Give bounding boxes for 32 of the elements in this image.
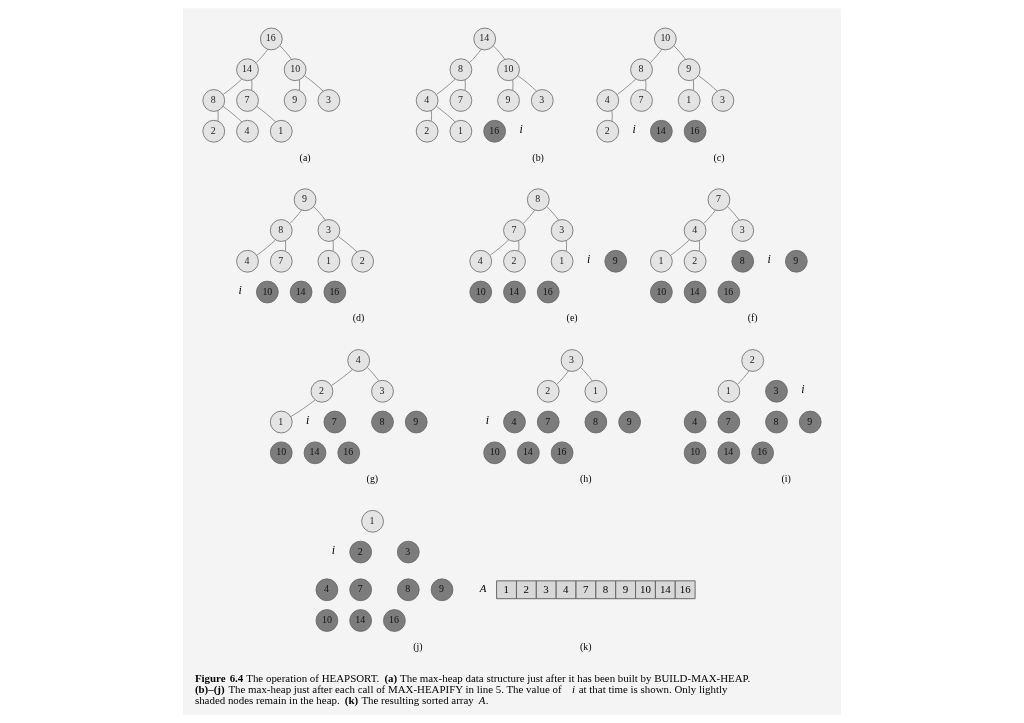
label: 9 [622, 582, 629, 595]
label: 4 [563, 582, 569, 595]
node-label: i [767, 252, 771, 267]
label: 7 [582, 582, 589, 595]
label: (a) [299, 151, 311, 163]
label: (d) [352, 312, 365, 324]
label: (g) [366, 473, 379, 485]
label: (e) [566, 312, 578, 324]
label: 3 [543, 582, 549, 595]
node-label: i [306, 413, 310, 428]
label: 16 [679, 582, 691, 595]
node-label: i [485, 413, 490, 428]
label: 2 [523, 582, 529, 595]
node-label: i [331, 543, 336, 558]
label: (k) [579, 640, 592, 652]
label: 1 [503, 582, 510, 595]
label: 10 [640, 582, 651, 595]
caption: Figure 6.4 The operation of HEAPSORT. (a) The max-heap data structure just after it has been built by BUILD-MAX-HEAP. (b)–(j) The max-heap just after each call of MAX-HEAPIFY in line 5. The value of i at that time is shown. Only lightly shaded nodes remain in the heap. (k) The resulting sorted array A. [194, 671, 751, 706]
label: (f) [747, 312, 758, 324]
label: 14 [659, 582, 671, 595]
node-label: i [801, 382, 805, 397]
label: (b) [532, 151, 544, 163]
label: (h) [579, 473, 592, 485]
label: (c) [713, 151, 725, 163]
label: (i) [781, 473, 791, 485]
node-label: i [238, 283, 242, 298]
label: (j) [413, 640, 423, 652]
node-label: i [586, 252, 591, 267]
node-label: i [632, 122, 636, 137]
label: 8 [602, 582, 609, 595]
node-label: i [519, 122, 523, 137]
label: A [479, 581, 487, 594]
